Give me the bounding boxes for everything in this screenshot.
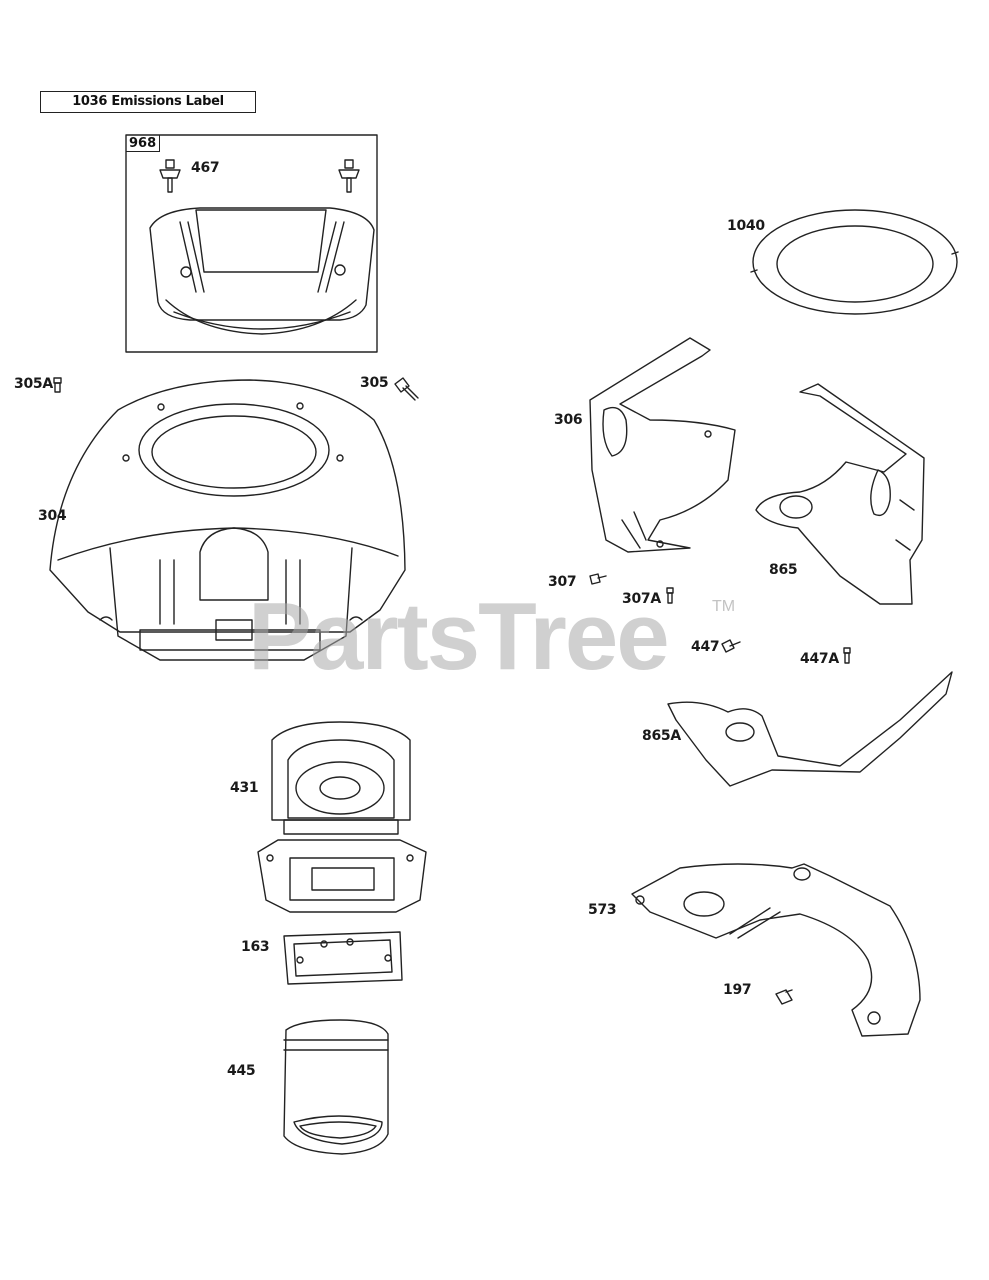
part-label-304: 304 xyxy=(38,508,67,524)
shroud-865 xyxy=(755,383,925,605)
part-label-307A: 307A xyxy=(622,591,661,607)
screw-305A xyxy=(53,377,62,393)
air-filter-base-431 xyxy=(257,721,427,913)
screw-467-right xyxy=(338,159,360,193)
bolt-305 xyxy=(394,377,419,401)
part-label-431: 431 xyxy=(230,780,259,796)
kit-number-tag: 968 xyxy=(126,135,160,152)
shroud-306 xyxy=(589,337,736,553)
screw-307A xyxy=(666,587,674,604)
screw-467-left xyxy=(159,159,181,193)
baffle-865A xyxy=(667,671,953,787)
part-label-306: 306 xyxy=(554,412,583,428)
part-label-305A: 305A xyxy=(14,376,53,392)
screw-447A xyxy=(843,647,851,664)
screw-197 xyxy=(775,989,793,1005)
part-label-447: 447 xyxy=(691,639,720,655)
bolt-447 xyxy=(721,639,741,653)
watermark-trademark: TM xyxy=(712,598,736,615)
blower-housing-304 xyxy=(49,379,406,661)
housing-968 xyxy=(149,207,375,335)
part-label-447A: 447A xyxy=(800,651,839,667)
air-filter-445 xyxy=(283,1019,389,1155)
part-label-307: 307 xyxy=(548,574,577,590)
watermark-brand: PartsTree xyxy=(248,583,670,690)
plate-573 xyxy=(631,863,921,1037)
part-label-573: 573 xyxy=(588,902,617,918)
part-label-163: 163 xyxy=(241,939,270,955)
emissions-label-box: 1036 Emissions Label xyxy=(40,91,256,113)
bolt-307 xyxy=(589,573,607,585)
part-label-1040: 1040 xyxy=(727,218,765,234)
part-label-467: 467 xyxy=(191,160,220,176)
kit-968-box xyxy=(125,134,378,353)
part-label-865: 865 xyxy=(769,562,798,578)
part-label-305: 305 xyxy=(360,375,389,391)
part-label-197: 197 xyxy=(723,982,752,998)
ring-1040 xyxy=(750,209,959,315)
gasket-163 xyxy=(283,931,403,985)
part-label-865A: 865A xyxy=(642,728,681,744)
part-label-445: 445 xyxy=(227,1063,256,1079)
